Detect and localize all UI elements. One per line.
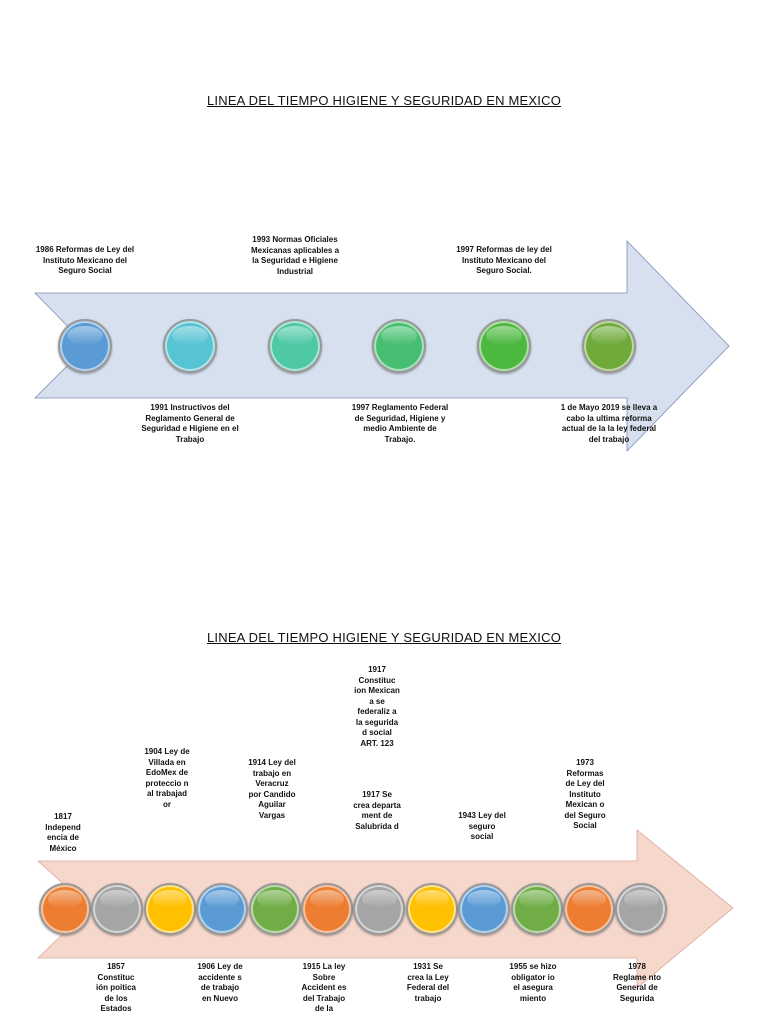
timeline2-event-1943: 1943 Ley del seguro social bbox=[458, 811, 506, 841]
timeline1-event-2019: 1 de Mayo 2019 se lleva a cabo la ultima… bbox=[560, 403, 658, 444]
timeline2-circle-2 bbox=[91, 883, 144, 935]
timeline1-event-1986: 1986 Reformas de Ley del Instituto Mexic… bbox=[35, 245, 135, 275]
timeline1-event-1997-reglamento: 1997 Reglamento Federal de Seguridad, Hi… bbox=[351, 403, 449, 444]
timeline1-circle-4 bbox=[372, 319, 427, 373]
timeline2-circle-3 bbox=[143, 883, 196, 935]
timeline1-circle-2 bbox=[162, 319, 217, 373]
timeline2-circle-12 bbox=[615, 883, 668, 935]
timeline1-event-1993: 1993 Normas Oficiales Mexicanas aplicabl… bbox=[250, 235, 340, 276]
timeline2-event-1914: 1914 Ley del trabajo en Veracruz por Can… bbox=[248, 758, 296, 820]
timeline1-event-1991: 1991 Instructivos del Reglamento General… bbox=[141, 403, 239, 444]
timeline2-event-1978: 1978 Reglame nto General de Segurida bbox=[613, 962, 662, 1003]
timeline2-event-1906: 1906 Ley de accidente s de trabajo en Nu… bbox=[197, 962, 243, 1003]
timeline1-circle-1 bbox=[58, 319, 112, 373]
timeline2-event-1973: 1973 Reformas de Ley del Instituto Mexic… bbox=[564, 758, 606, 830]
timeline2-circle-6 bbox=[301, 883, 353, 935]
timeline2-event-1904: 1904 Ley de Villada en EdoMex de protecc… bbox=[144, 747, 190, 809]
timeline1-event-1997-ley: 1997 Reformas de ley del Instituto Mexic… bbox=[456, 245, 552, 275]
timeline1-circle-5 bbox=[477, 319, 532, 373]
timeline2-event-1955: 1955 se hizo obligator io el asegura mie… bbox=[509, 962, 557, 1003]
timeline2-circle-9 bbox=[458, 883, 511, 935]
timeline2-event-1817: 1817 Independ encia de México bbox=[45, 812, 81, 853]
timeline1-circle-3 bbox=[267, 319, 322, 373]
timeline2-circle-8 bbox=[405, 883, 458, 935]
timeline2-event-1917-constitucion: 1917 Constituc ion Mexican a se federali… bbox=[354, 665, 400, 748]
timeline2-event-1915: 1915 La ley Sobre Accident es del Trabaj… bbox=[301, 962, 347, 1013]
timeline1-title: LINEA DEL TIEMPO HIGIENE Y SEGURIDAD EN … bbox=[206, 93, 562, 108]
timeline2-circle-10 bbox=[510, 883, 563, 935]
timeline2-event-1857: 1857 Constituc ión poitica de los Estado… bbox=[96, 962, 136, 1013]
timeline2-circle-1 bbox=[39, 883, 91, 935]
timeline2-event-1917-salubridad: 1917 Se crea departa ment de Salubrida d bbox=[353, 790, 401, 831]
timeline1-circle-6 bbox=[582, 319, 636, 373]
timeline2-event-1931: 1931 Se crea la Ley Federal del trabajo bbox=[406, 962, 450, 1003]
timeline2-circle-11 bbox=[563, 883, 615, 935]
timeline2-circle-5 bbox=[248, 883, 301, 935]
timeline2-circle-4 bbox=[196, 883, 249, 935]
timeline2-circle-7 bbox=[353, 883, 406, 935]
timeline2-title: LINEA DEL TIEMPO HIGIENE Y SEGURIDAD EN … bbox=[206, 630, 562, 645]
